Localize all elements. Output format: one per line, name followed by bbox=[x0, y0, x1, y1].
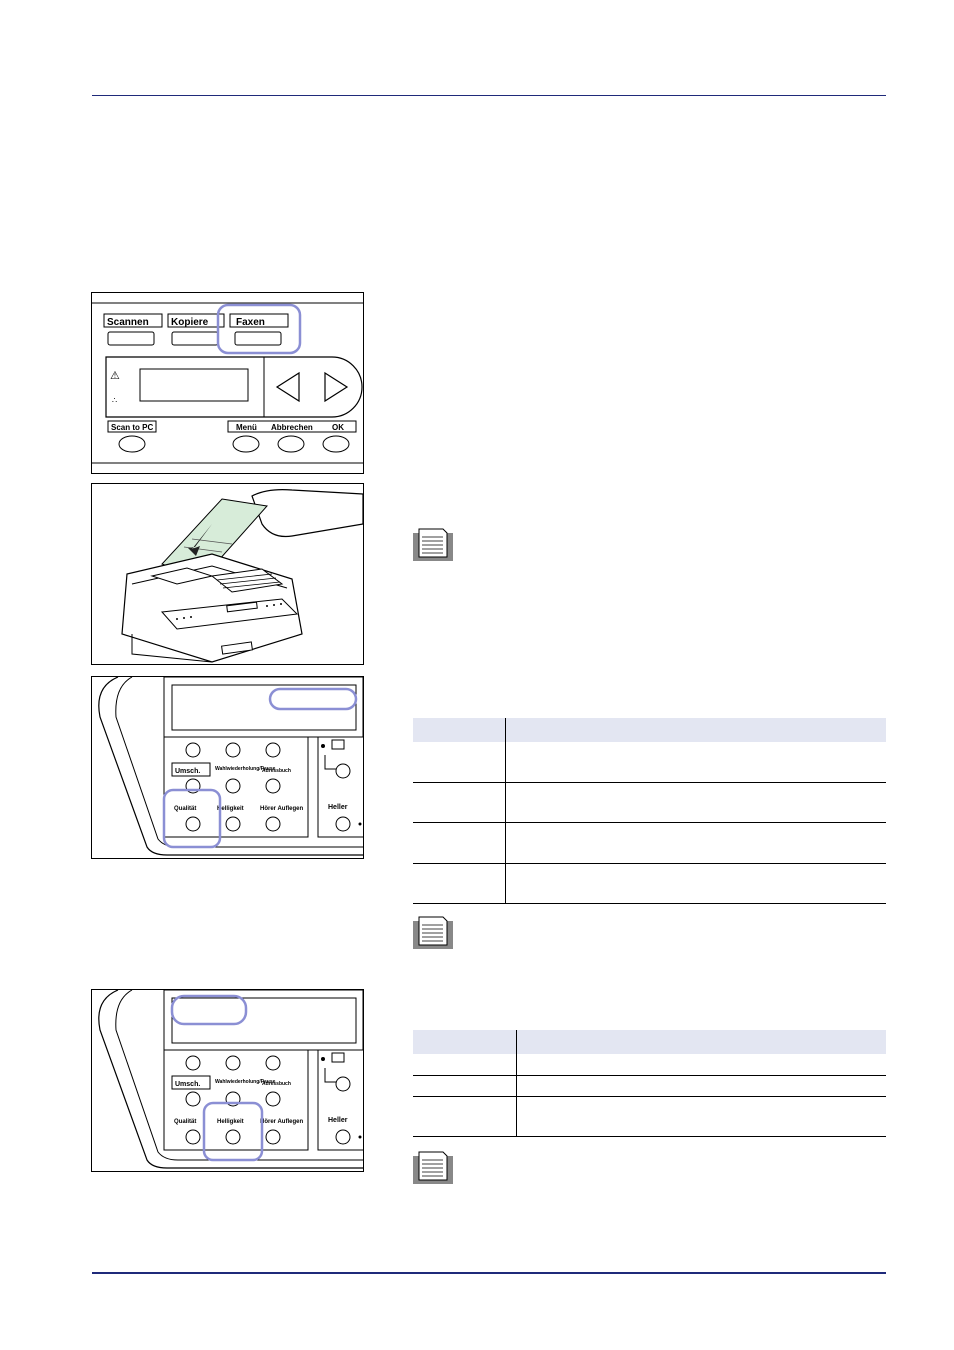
helligkeit-button[interactable] bbox=[225, 1129, 241, 1145]
faxen-label: Faxen bbox=[236, 317, 265, 328]
menu-button[interactable] bbox=[232, 435, 260, 453]
table-row bbox=[413, 742, 886, 783]
table-row bbox=[413, 1096, 886, 1137]
qualitaet-button[interactable] bbox=[185, 816, 201, 832]
helligkeit-label-2: Helligkeit bbox=[217, 1119, 244, 1125]
heller-label-2: Heller bbox=[328, 1117, 348, 1124]
abbrechen-button[interactable] bbox=[277, 435, 305, 453]
kopiere-label: Kopiere bbox=[171, 317, 209, 328]
menu-label: Menü bbox=[236, 423, 257, 432]
quality-key-figure: Umsch. Wahlwiederholung/Pause Adressbuch… bbox=[91, 676, 364, 859]
kopiere-button[interactable]: Kopiere bbox=[167, 313, 225, 346]
qualitaet-label: Qualität bbox=[174, 806, 196, 812]
table-row bbox=[413, 1054, 886, 1076]
display-highlight-2 bbox=[170, 994, 248, 1026]
resolution-table bbox=[413, 718, 886, 904]
faxen-button[interactable]: Faxen bbox=[229, 313, 289, 346]
ok-button[interactable] bbox=[322, 435, 350, 453]
lcd-display bbox=[139, 368, 249, 402]
table-row bbox=[413, 863, 886, 904]
table-header-row bbox=[413, 1030, 886, 1054]
warning-icon: ⚠ bbox=[110, 370, 120, 382]
display-highlight bbox=[268, 687, 358, 711]
table-row bbox=[413, 822, 886, 864]
table-row bbox=[413, 1075, 886, 1097]
load-original-figure bbox=[91, 483, 364, 665]
helligkeit-label: Helligkeit bbox=[217, 806, 244, 812]
umsch-label-2: Umsch. bbox=[175, 1081, 200, 1088]
qualitaet-highlight bbox=[162, 788, 222, 849]
wahlwiederholung-label: Wahlwiederholung/Pause bbox=[215, 766, 276, 772]
note-icon bbox=[413, 1151, 453, 1184]
scan-to-pc-button[interactable] bbox=[118, 435, 146, 453]
hoerer-label-2: Hörer Auflegen bbox=[260, 1119, 303, 1125]
right-arrow-button[interactable] bbox=[324, 371, 349, 403]
qualitaet-label-2: Qualität bbox=[174, 1119, 196, 1125]
wahlwiederholung-label-2: Wahlwiederholung/Pause bbox=[215, 1079, 276, 1085]
note-icon bbox=[413, 916, 453, 949]
helligkeit-highlight bbox=[202, 1101, 264, 1162]
footer-rule bbox=[92, 1272, 886, 1274]
note-icon bbox=[413, 528, 453, 561]
density-table bbox=[413, 1030, 886, 1137]
hoerer-label: Hörer Auflegen bbox=[260, 806, 303, 812]
data-led-icon: ∴ bbox=[112, 396, 117, 405]
table-row bbox=[413, 782, 886, 823]
table-header-row bbox=[413, 718, 886, 742]
adressbuch-label-2: Adressbuch bbox=[262, 1081, 291, 1087]
header-rule bbox=[92, 95, 886, 96]
umsch-label: Umsch. bbox=[175, 768, 200, 775]
density-key-figure: Umsch. Wahlwiederholung/Pause Adressbuch… bbox=[91, 989, 364, 1172]
adressbuch-label: Adressbuch bbox=[262, 768, 291, 774]
scan-to-pc-label: Scan to PC bbox=[111, 423, 153, 432]
heller-label: Heller bbox=[328, 804, 348, 811]
ok-label: OK bbox=[332, 423, 344, 432]
scannen-label: Scannen bbox=[107, 317, 149, 328]
operation-panel-figure: Scannen Kopiere Faxen ⚠ ∴ Scan to PC Men… bbox=[91, 292, 364, 474]
faxen-highlight bbox=[216, 303, 302, 355]
left-arrow-button[interactable] bbox=[275, 371, 300, 403]
abbrechen-label: Abbrechen bbox=[271, 423, 313, 432]
scannen-button[interactable]: Scannen bbox=[103, 313, 163, 346]
